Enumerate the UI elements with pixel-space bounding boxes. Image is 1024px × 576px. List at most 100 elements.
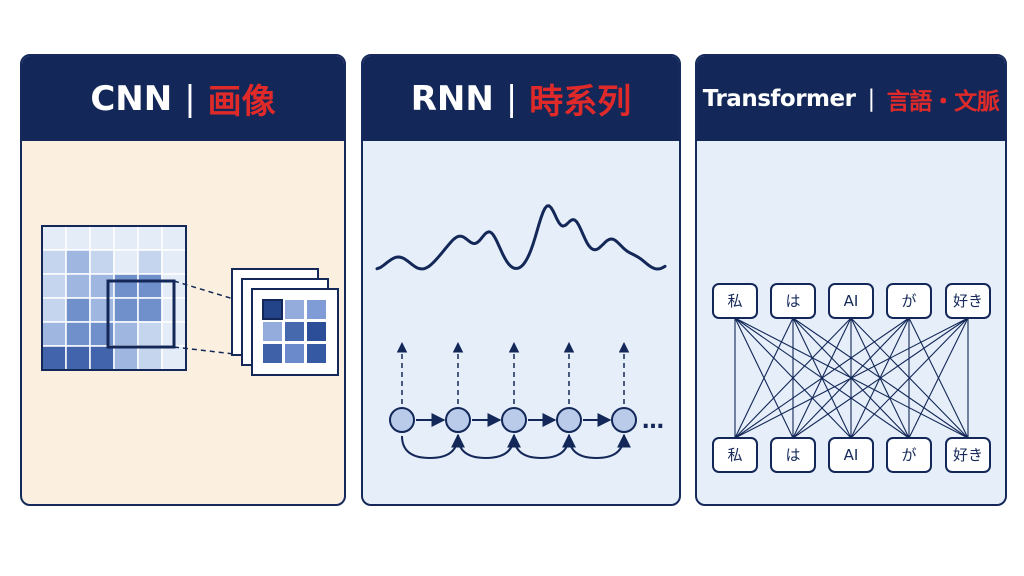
rnn-diagram: … (375, 204, 667, 460)
image-cell (89, 345, 115, 371)
signal-waveform (375, 204, 667, 271)
feature-cell (307, 322, 326, 341)
token-label: が (901, 446, 916, 464)
image-cell (113, 273, 139, 299)
top-token: が (886, 283, 932, 319)
attention-line (734, 317, 794, 439)
image-cell (113, 225, 139, 251)
feature-cell (263, 322, 282, 341)
cnn-diagram (41, 225, 339, 376)
attention-lines (734, 317, 969, 439)
bottom-token: AI (828, 437, 874, 473)
rnn-node (501, 407, 527, 433)
feature-map-cells (262, 299, 326, 363)
top-token: 好き (945, 283, 991, 319)
image-grid-border (41, 225, 187, 371)
cnn-panel: CNN | 画像 (20, 54, 346, 506)
image-cell (137, 225, 163, 251)
cnn-title: CNN (90, 78, 173, 119)
token-box (886, 437, 932, 473)
image-cell (65, 345, 91, 371)
image-cell (89, 321, 115, 347)
image-cell (41, 321, 67, 347)
rnn-panel: RNN | 時系列 … (361, 54, 681, 506)
image-cell (41, 297, 67, 323)
token-label: が (901, 292, 916, 310)
rnn-title-separator: | (505, 78, 518, 119)
feature-cell (285, 300, 304, 319)
image-cell (89, 297, 115, 323)
attention-line (734, 317, 852, 439)
feature-cell (285, 322, 304, 341)
image-cell (161, 249, 187, 275)
image-cell (137, 345, 163, 371)
loop-arrow (401, 433, 465, 460)
rnn-title: RNN (410, 78, 494, 119)
image-cell (41, 273, 67, 299)
token-label: は (785, 292, 800, 310)
feature-cell (262, 299, 283, 320)
image-cell (65, 273, 91, 299)
bottom-token: は (770, 437, 816, 473)
attention-line (850, 317, 969, 439)
rnn-node (389, 407, 415, 433)
image-cell (89, 273, 115, 299)
token-box (712, 283, 758, 319)
token-box (770, 437, 816, 473)
output-arrows (396, 341, 630, 404)
image-cell (113, 297, 139, 323)
token-box (945, 437, 991, 473)
loop-arrow (513, 433, 576, 460)
bottom-token: 好き (945, 437, 991, 473)
transformer-subtitle: 言語・文脈 (886, 88, 1000, 115)
bottom-token: が (886, 437, 932, 473)
feature-cell (307, 300, 326, 319)
hidden-state-nodes (389, 407, 637, 433)
image-cell (65, 321, 91, 347)
token-label: 好き (953, 446, 983, 464)
image-cell (65, 225, 91, 251)
image-cell (137, 249, 163, 275)
rnn-header: RNN | 時系列 (363, 56, 679, 141)
token-label: 好き (953, 292, 983, 310)
image-cell (41, 249, 67, 275)
rnn-node (556, 407, 582, 433)
image-cell (65, 297, 91, 323)
image-cell (113, 321, 139, 347)
transformer-title: Transformer (702, 85, 856, 112)
token-label: 私 (727, 446, 742, 464)
rnn-node (611, 407, 637, 433)
bottom-token-row: 私 は AI が 好き (712, 437, 991, 473)
cnn-subtitle: 画像 (207, 82, 276, 122)
top-token: 私 (712, 283, 758, 319)
rnn-subtitle: 時系列 (529, 82, 632, 122)
recurrent-loop-arrows (401, 433, 631, 460)
token-box (886, 283, 932, 319)
attention-line (908, 317, 969, 439)
receptive-field-box (106, 279, 176, 349)
image-cell (113, 345, 139, 371)
image-cell (161, 345, 187, 371)
top-token-row: 私 は AI が 好き (712, 283, 991, 319)
token-label: 私 (727, 292, 742, 310)
token-label: は (785, 446, 800, 464)
image-cell (89, 249, 115, 275)
top-token: AI (828, 283, 874, 319)
cnn-header: CNN | 画像 (22, 56, 344, 141)
loop-arrow (568, 433, 631, 460)
token-box (770, 283, 816, 319)
image-cell (137, 321, 163, 347)
image-cell (65, 249, 91, 275)
image-cell (137, 297, 163, 323)
rnn-node (445, 407, 471, 433)
input-image-grid (41, 225, 187, 371)
attention-line (734, 317, 910, 439)
top-token: は (770, 283, 816, 319)
token-box (828, 283, 874, 319)
token-box (712, 437, 758, 473)
cnn-title-separator: | (184, 78, 196, 119)
image-cell (41, 225, 67, 251)
image-cell (137, 273, 163, 299)
token-box (945, 283, 991, 319)
